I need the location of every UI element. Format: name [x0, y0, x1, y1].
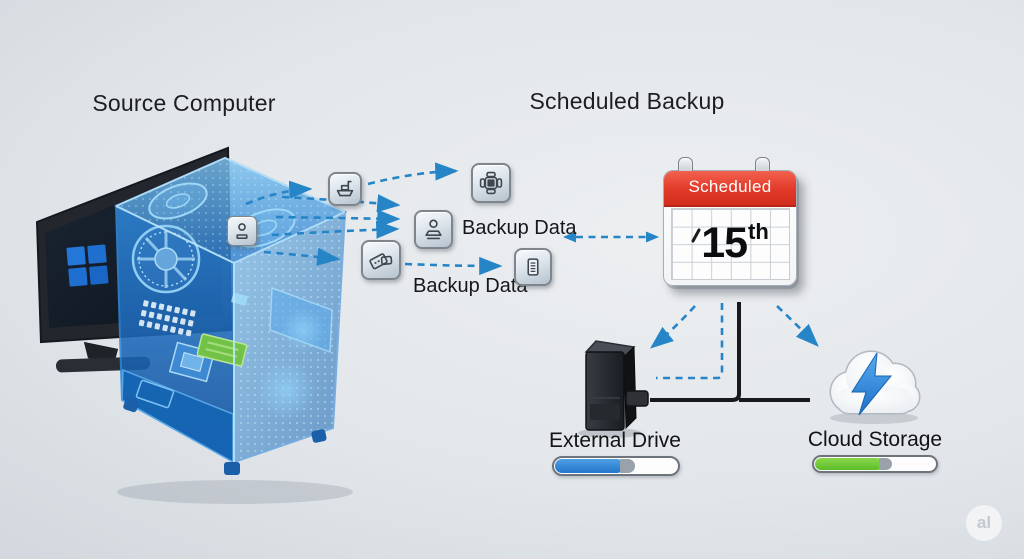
external-drive	[584, 340, 649, 431]
cloud-storage-cloud	[829, 350, 921, 416]
cloud-shadow	[830, 412, 918, 424]
source-computer-tower	[113, 156, 348, 475]
cloud-storage-label: Cloud Storage	[807, 428, 943, 451]
calendar-date: 15 th	[664, 207, 796, 279]
backup-data-label-top: Backup Data	[462, 217, 577, 239]
tick-mark-icon	[691, 228, 701, 243]
windows-logo-icon	[66, 244, 109, 287]
lightning-bolt-icon	[851, 352, 893, 416]
progress-buffer	[878, 458, 892, 470]
calendar-day-number: 15	[701, 218, 748, 267]
ticket-icon	[361, 240, 401, 280]
calendar-header: Scheduled	[664, 171, 796, 207]
bidirectional-arrowheads	[563, 231, 659, 243]
calendar-grid	[671, 208, 790, 280]
cables	[650, 302, 810, 402]
progress-fill	[555, 459, 621, 473]
tower-shadow	[117, 480, 353, 504]
presenter-icon	[414, 210, 453, 249]
calendar: Scheduled 15 th	[663, 157, 797, 286]
boat-icon	[328, 172, 362, 206]
chip-icon	[471, 163, 511, 203]
vent-grid	[138, 300, 196, 337]
cloud-storage-progress	[812, 455, 938, 473]
tower-feet	[123, 397, 327, 475]
progress-fill	[815, 458, 880, 470]
usb-plug	[625, 390, 649, 407]
external-drive-label: External Drive	[549, 429, 681, 452]
external-drive-progress	[552, 456, 680, 476]
watermark-badge: al	[966, 505, 1002, 541]
source-computer-title: Source Computer	[92, 90, 276, 116]
document-icon	[514, 248, 552, 286]
data-flow-arrows	[245, 162, 819, 380]
backup-data-label-bottom: Backup Data	[413, 275, 528, 297]
calendar-day-suffix: th	[748, 219, 769, 244]
front-fan-icon	[131, 224, 201, 294]
scheduled-backup-title: Scheduled Backup	[529, 88, 725, 114]
progress-buffer	[619, 459, 635, 473]
user-icon	[227, 216, 257, 246]
